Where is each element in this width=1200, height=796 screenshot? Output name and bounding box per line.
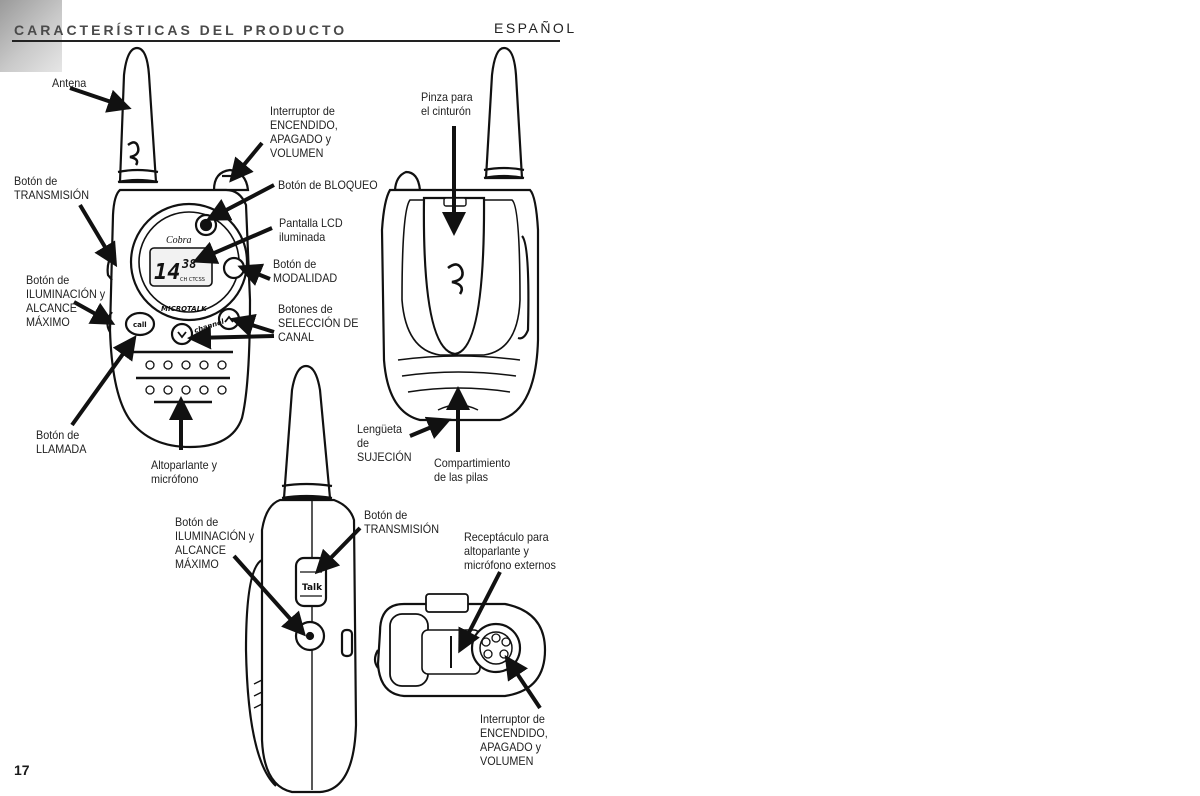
label-altoparlante: Altoparlante y micrófono	[151, 458, 218, 486]
brand-logo: Cobra	[166, 235, 192, 246]
label-boton-iluminacion-side: Botón de ILUMINACIÓN y ALCANCE MÁXIMO	[175, 515, 255, 571]
corner-tab	[0, 0, 62, 72]
page-number: 17	[14, 762, 30, 778]
label-interruptor-top: Interruptor de ENCENDIDO, APAGADO y VOLU…	[270, 104, 338, 160]
label-interruptor-bottom: Interruptor de ENCENDIDO, APAGADO y VOLU…	[480, 712, 548, 768]
lcd-channel: 14	[154, 260, 181, 285]
label-receptaculo: Receptáculo para altoparlante y micrófon…	[464, 530, 556, 572]
label-boton-llamada: Botón de LLAMADA	[36, 428, 87, 456]
callout-arrows	[69, 86, 542, 710]
label-boton-transmision-front: Botón de TRANSMISIÓN	[14, 174, 90, 202]
label-pantalla-lcd: Pantalla LCD iluminada	[279, 216, 343, 244]
label-boton-transmision-side: Botón de TRANSMISIÓN	[364, 508, 440, 536]
label-botones-seleccion: Botones de SELECCIÓN DE CANAL	[278, 302, 359, 344]
talk-button-text: Talk	[302, 583, 323, 593]
lcd-code: 38	[181, 257, 196, 271]
back-radio	[380, 46, 540, 422]
lcd-sub: CH CTCSS	[180, 277, 205, 283]
page-title: CARACTERÍSTICAS DEL PRODUCTO	[14, 22, 348, 38]
side-radio	[244, 364, 358, 794]
label-boton-iluminacion-front: Botón de ILUMINACIÓN y ALCANCE MÁXIMO	[26, 273, 106, 329]
model-text: MICROTALK	[161, 305, 207, 313]
label-boton-modalidad: Botón de MODALIDAD	[273, 257, 338, 285]
call-button-text: call	[133, 321, 147, 329]
top-radio	[373, 593, 547, 698]
language-label: ESPAÑOL	[494, 20, 577, 36]
header-rule	[12, 40, 560, 42]
label-pinza: Pinza para el cinturón	[421, 90, 473, 118]
label-antena: Antena	[52, 76, 87, 90]
label-lengueta: Lengüeta de SUJECIÓN	[357, 422, 412, 464]
label-compartimiento: Compartimiento de las pilas	[434, 456, 511, 484]
label-boton-bloqueo: Botón de BLOQUEO	[278, 178, 378, 192]
